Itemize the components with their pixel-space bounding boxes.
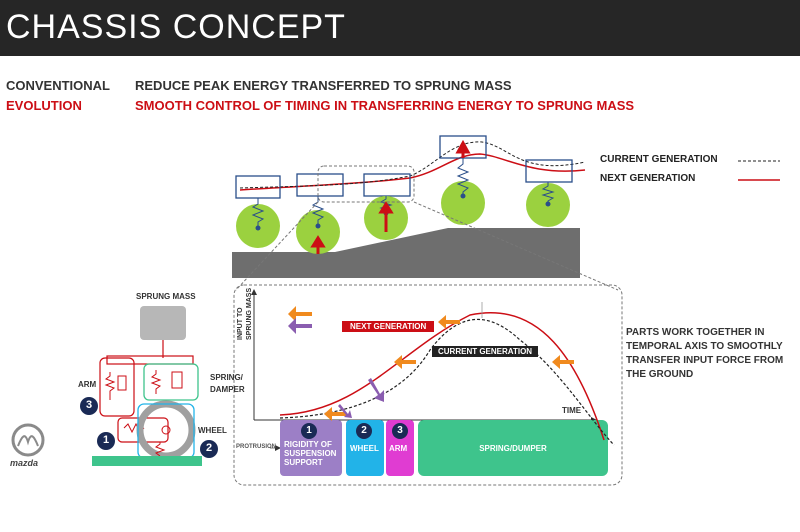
- orange-arrow-a: [324, 407, 346, 421]
- wheel-unit-3: [363, 173, 411, 240]
- protrusion-label: PROTRUSION: [236, 444, 277, 450]
- phase-3-label: ARM: [389, 444, 408, 453]
- wheel-unit-5: [525, 159, 573, 227]
- arm-badge-number: 3: [85, 399, 93, 411]
- mazda-logo-icon: [11, 423, 45, 457]
- badge-arm: [80, 397, 98, 415]
- tire: [136, 400, 196, 460]
- phase-box-1: [280, 420, 342, 476]
- current-generation-curve: [239, 141, 586, 189]
- page-title: CHASSIS CONCEPT: [6, 8, 346, 46]
- badge-support: [97, 432, 115, 450]
- sprung-mass-block: [140, 306, 186, 340]
- phase-2-number: 2: [361, 425, 367, 436]
- wheel-unit-4: [439, 135, 487, 225]
- arm-box: [99, 357, 135, 417]
- badge-phase-2: [356, 423, 372, 439]
- spring-damper-box: [143, 363, 199, 401]
- graph-panel: [233, 284, 623, 486]
- orange-legend-arrow: [288, 306, 312, 322]
- purple-arrow-a: [368, 378, 384, 402]
- phase-4-label: SPRING/DUMPER: [479, 444, 547, 453]
- badge-phase-3: [392, 423, 408, 439]
- wheel-label: WHEEL: [198, 426, 227, 435]
- purple-legend-arrow: [288, 318, 312, 334]
- ground-strip: [92, 456, 202, 466]
- orange-arrow-d: [552, 355, 574, 369]
- orange-arrow-b: [394, 355, 416, 369]
- header-bar: CHASSIS CONCEPT: [0, 0, 800, 56]
- wheel-badge-number: 2: [205, 442, 213, 454]
- arm-label: ARM: [78, 380, 97, 389]
- spring-damper-label: SPRING/ DAMPER: [210, 373, 245, 394]
- phase-3-number: 3: [397, 425, 403, 436]
- wheel-unit-1: [235, 175, 281, 248]
- conventional-text: REDUCE PEAK ENERGY TRANSFERRED TO SPRUNG…: [135, 78, 512, 93]
- brand-name: mazda: [10, 458, 39, 468]
- parts-work-together-text: PARTS WORK TOGETHER IN TEMPORAL AXIS TO …: [626, 327, 784, 380]
- legend-next-label: NEXT GENERATION: [600, 173, 696, 184]
- graph-y-axis-label: INPUT TO SPRUNG MASS: [237, 287, 253, 340]
- graph-current-generation-tag: CURRENT GENERATION: [432, 346, 539, 357]
- conventional-label: CONVENTIONAL: [6, 78, 110, 93]
- sprung-mass-label: SPRUNG MASS: [136, 292, 196, 301]
- phase-box-2: [346, 420, 384, 476]
- legend-current-label: CURRENT GENERATION: [600, 154, 718, 165]
- graph-next-generation-tag: NEXT GENERATION: [342, 321, 435, 332]
- badge-phase-1: [301, 423, 317, 439]
- graph-next-curve: [279, 312, 605, 441]
- evolution-label: EVOLUTION: [6, 98, 82, 113]
- road-surface: [232, 228, 580, 278]
- badge-wheel: [200, 440, 218, 458]
- phase-box-4: [418, 420, 608, 476]
- purple-arrow-b: [338, 404, 352, 418]
- zoom-selection: [317, 165, 415, 203]
- evolution-text: SMOOTH CONTROL OF TIMING IN TRANSFERRING…: [135, 98, 635, 113]
- graph-x-axis-label: TIME: [562, 406, 582, 415]
- graph-current-curve: [279, 318, 615, 446]
- phase-1-number: 1: [306, 425, 312, 436]
- orange-arrow-c: [438, 315, 460, 329]
- phase-1-label: RIGIDITY OF SUSPENSION SUPPORT: [284, 440, 337, 467]
- phase-2-label: WHEEL: [350, 444, 379, 453]
- support-badge-number: 1: [102, 434, 110, 446]
